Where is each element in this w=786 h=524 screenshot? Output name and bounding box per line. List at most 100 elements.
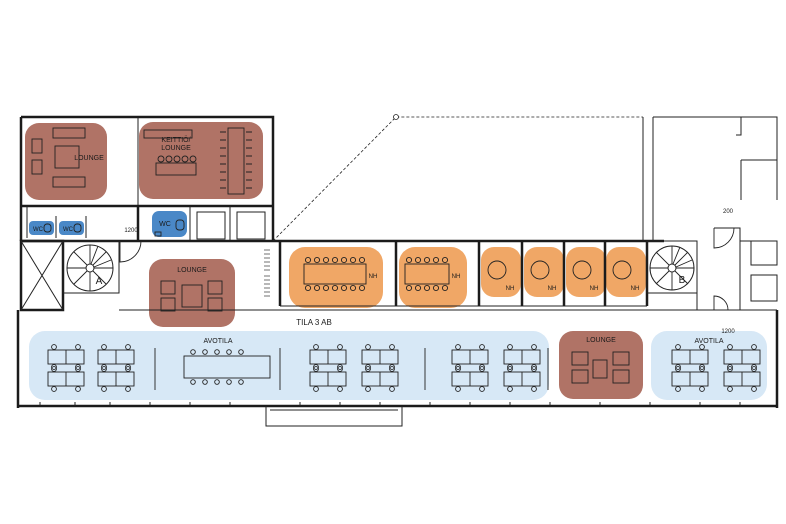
lounge-furniture-top-left <box>31 127 86 188</box>
wc-zone[interactable] <box>152 211 187 237</box>
label-stair-b: B <box>679 275 686 286</box>
chair-icon <box>365 364 371 370</box>
lounge-zone-right[interactable] <box>559 331 643 399</box>
chair-icon <box>455 386 461 392</box>
chair-icon <box>405 284 413 292</box>
label-avotila-right: AVOTILA <box>694 338 723 345</box>
chair-icon <box>675 364 681 370</box>
table-icon <box>303 263 450 285</box>
chair-icon <box>507 386 513 392</box>
chair-icon <box>304 284 312 292</box>
kitchen-lounge-zone[interactable] <box>139 122 263 199</box>
kitchen-furniture <box>143 127 252 195</box>
chair-icon <box>441 284 449 292</box>
chair-icon <box>313 344 319 350</box>
lounge-zone-top-left[interactable] <box>25 123 107 200</box>
wc-zone-small-1[interactable] <box>29 221 54 235</box>
label-dimension-left: 1200 <box>124 228 138 234</box>
label-kitchen-line1: KEITTIÖ/ <box>161 136 190 144</box>
chair-icon <box>337 364 343 370</box>
chair-icon <box>675 366 681 372</box>
chair-icon <box>313 366 319 372</box>
chair-icon <box>75 344 81 350</box>
chair-icon <box>699 344 705 350</box>
chair-icon <box>331 284 339 292</box>
chair-icon <box>313 364 319 370</box>
open-office-zone-left[interactable] <box>29 331 549 400</box>
chair-icon <box>226 379 232 385</box>
chair-icon <box>507 364 513 370</box>
chair-icon <box>727 364 733 370</box>
label-wc-small-2: WC <box>63 227 74 233</box>
chair-icon <box>190 349 196 355</box>
chair-icon <box>349 256 357 264</box>
chair-icon <box>727 344 733 350</box>
chair-icon <box>125 344 131 350</box>
labels: LOUNGE KEITTIÖ/ LOUNGE WC WC WC 1200 A L… <box>33 136 735 345</box>
chair-icon <box>101 366 107 372</box>
desk-clusters <box>47 344 761 392</box>
zones <box>25 122 767 400</box>
chair-icon <box>699 386 705 392</box>
chair-icon <box>75 366 81 372</box>
table-icon <box>183 355 271 379</box>
chair-icon <box>751 386 757 392</box>
chair-icon <box>337 386 343 392</box>
chair-icon <box>202 379 208 385</box>
chair-icon <box>214 379 220 385</box>
label-nh-4: NH <box>548 286 557 292</box>
label-lounge-middle: LOUNGE <box>177 267 207 274</box>
chair-icon <box>51 364 57 370</box>
chair-icon <box>699 364 705 370</box>
chair-icon <box>125 386 131 392</box>
chair-icon <box>389 386 395 392</box>
meeting-room-zone-1[interactable] <box>289 247 383 308</box>
chair-icon <box>365 366 371 372</box>
chair-icon <box>751 364 757 370</box>
chair-icon <box>51 344 57 350</box>
chair-icon <box>331 256 339 264</box>
chair-icon <box>304 256 312 264</box>
label-nh-1: NH <box>369 274 378 280</box>
chair-icon <box>414 256 422 264</box>
chair-icon <box>365 344 371 350</box>
chair-icon <box>313 284 321 292</box>
chair-icon <box>479 366 485 372</box>
label-kitchen-line2: LOUNGE <box>161 145 191 152</box>
label-dimension-right-top: 200 <box>723 209 734 215</box>
chair-icon <box>101 344 107 350</box>
chair-icon <box>432 284 440 292</box>
label-lounge-right: LOUNGE <box>586 337 616 344</box>
chair-icon <box>125 364 131 370</box>
chair-icon <box>432 256 440 264</box>
chair-icon <box>75 364 81 370</box>
meeting-room-zone-4[interactable] <box>524 247 564 297</box>
chair-icon <box>675 344 681 350</box>
chair-icon <box>479 344 485 350</box>
chair-icon <box>531 386 537 392</box>
label-stair-a: A <box>96 276 103 287</box>
meeting-room-zone-6[interactable] <box>606 247 646 297</box>
chair-icon <box>340 256 348 264</box>
chair-icon <box>455 364 461 370</box>
door-swing-icon <box>119 227 735 311</box>
chair-icon <box>675 386 681 392</box>
meeting-room-zone-3[interactable] <box>481 247 521 297</box>
chair-icon <box>389 344 395 350</box>
wc-zone-small-2[interactable] <box>59 221 84 235</box>
small-meeting-furniture <box>487 260 632 280</box>
label-dimension-right-bottom: 1200 <box>721 329 735 335</box>
chair-icon <box>51 366 57 372</box>
chair-icon <box>727 386 733 392</box>
meeting-room-zone-5[interactable] <box>566 247 606 297</box>
chair-icon <box>358 284 366 292</box>
wc-fixtures <box>43 219 185 237</box>
label-nh-5: NH <box>590 286 599 292</box>
chair-icon <box>202 349 208 355</box>
chair-icon <box>125 366 131 372</box>
chair-icon <box>337 344 343 350</box>
label-space-name: TILA 3 AB <box>296 318 332 327</box>
chair-icon <box>190 379 196 385</box>
chair-icon <box>349 284 357 292</box>
